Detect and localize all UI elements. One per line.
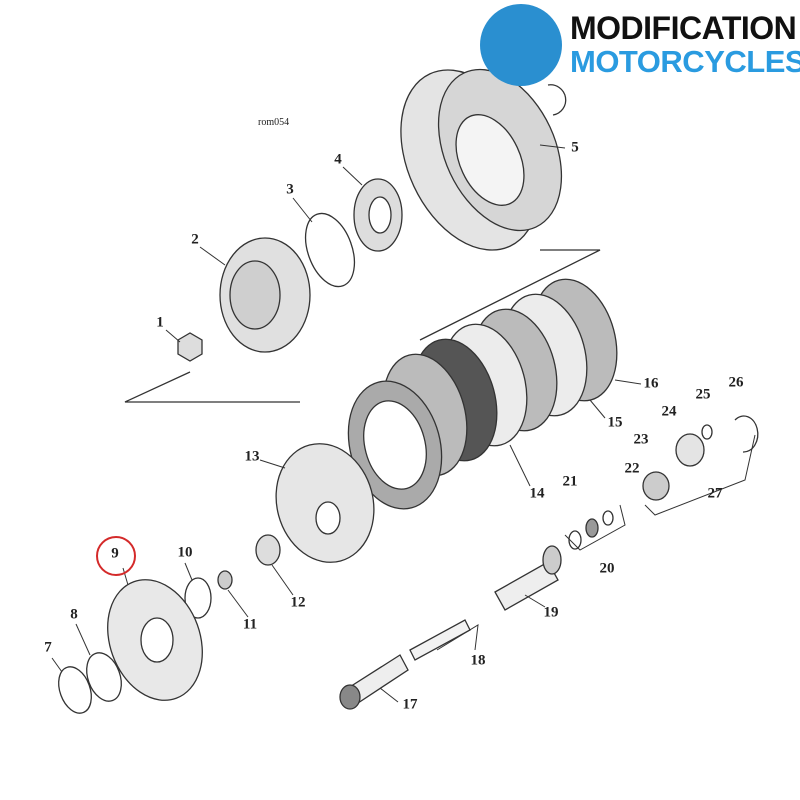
part-4-bearing — [353, 178, 403, 252]
callout-17: 17 — [402, 696, 418, 713]
callout-7: 7 — [44, 639, 52, 656]
part-12-lifter — [255, 534, 281, 566]
logo-line1: MODIFICATION — [570, 10, 797, 46]
leader-lines — [51, 144, 756, 703]
part-22-26-ramp — [642, 415, 759, 501]
callout-21: 21 — [562, 473, 578, 490]
part-14-16-clutch-pack — [347, 278, 618, 510]
part-8-ring — [86, 652, 122, 702]
callout-12: 12 — [290, 594, 306, 611]
group-outline — [124, 249, 601, 403]
callout-22: 22 — [624, 460, 640, 477]
callout-20: 20 — [599, 560, 615, 577]
reference-code: rom054 — [258, 117, 290, 128]
logo-line2: MOTORCYCLES — [570, 44, 800, 79]
callout-4: 4 — [334, 151, 342, 168]
callout-26: 26 — [728, 374, 744, 391]
part-2-hub — [219, 237, 311, 353]
part-9-plate — [107, 579, 203, 701]
part-10-ring — [184, 577, 212, 619]
part-13-pressure-plate — [275, 443, 375, 563]
part-5-clutch-shell — [400, 68, 567, 251]
callout-11: 11 — [242, 616, 258, 633]
highlight-circle — [96, 536, 136, 576]
callout-2: 2 — [191, 231, 199, 248]
callout-27: 27 — [707, 485, 723, 502]
callout-19: 19 — [543, 604, 559, 621]
callout-15: 15 — [607, 414, 623, 431]
part-11-nut — [217, 570, 233, 590]
callout-25: 25 — [695, 386, 711, 403]
callout-5: 5 — [571, 139, 579, 156]
callout-13: 13 — [244, 448, 260, 465]
logo-emblem-icon — [480, 4, 562, 86]
callout-1: 1 — [156, 314, 164, 331]
part-17-19-pushrods — [339, 510, 614, 710]
brand-logo: MODIFICATION MOTORCYCLES — [478, 2, 800, 88]
part-7-ring — [58, 666, 92, 714]
callout-24: 24 — [661, 403, 677, 420]
callout-3: 3 — [286, 181, 294, 198]
part-1-nut — [177, 332, 203, 362]
callout-10: 10 — [177, 544, 193, 561]
callout-14: 14 — [529, 485, 545, 502]
callout-8: 8 — [70, 606, 78, 623]
part-3-ring — [304, 212, 356, 288]
callout-16: 16 — [643, 375, 659, 392]
callout-18: 18 — [470, 652, 486, 669]
callout-9: 9 — [111, 545, 119, 562]
callout-23: 23 — [633, 431, 649, 448]
